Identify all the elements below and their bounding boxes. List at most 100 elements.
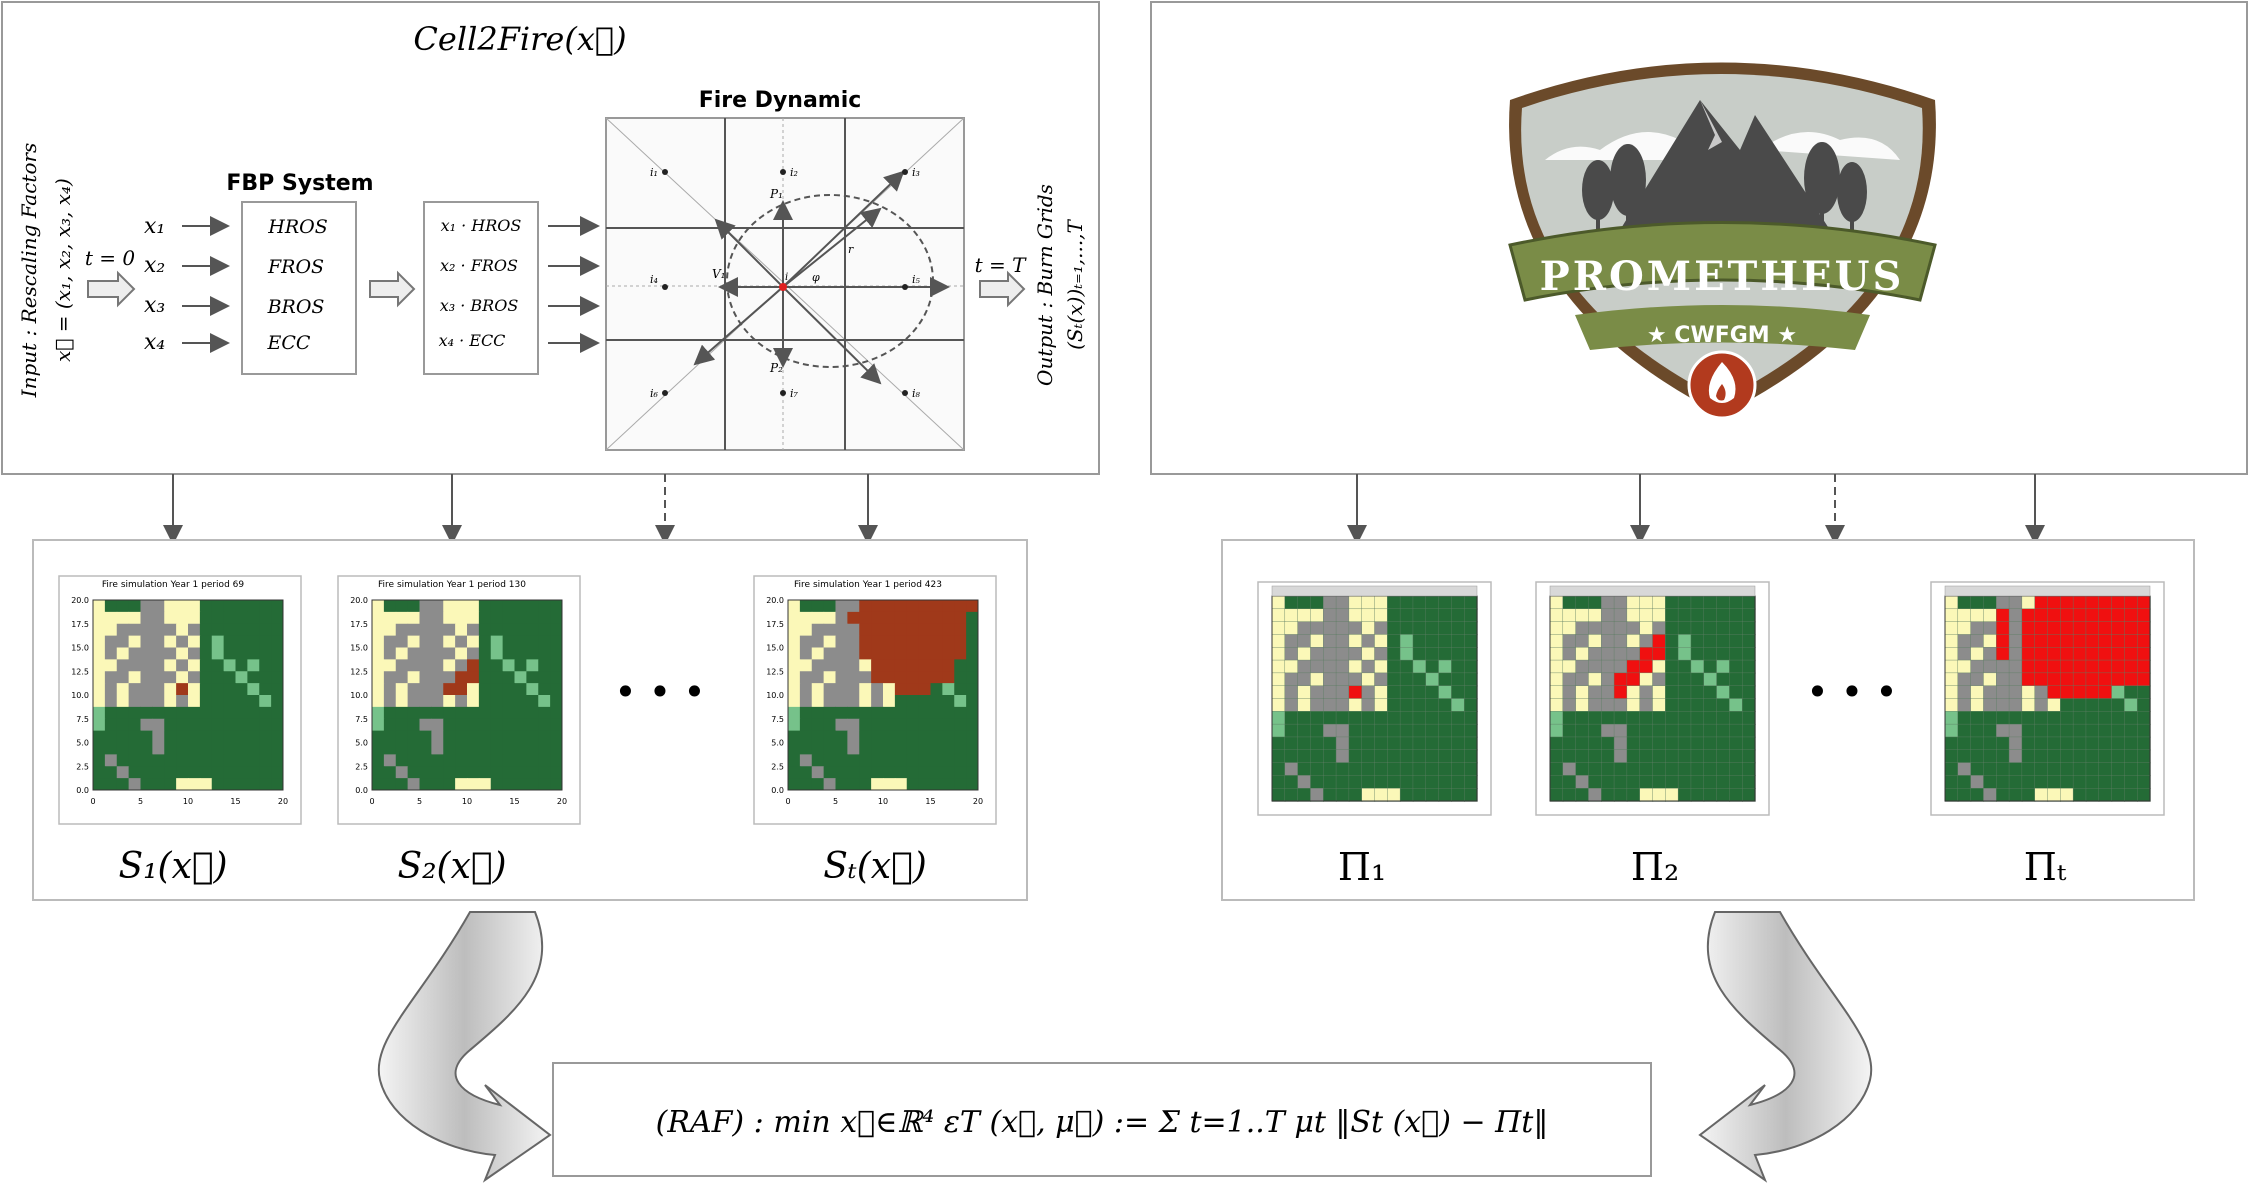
fire-dynamic-title: Fire Dynamic	[699, 88, 862, 113]
axis-tick-label: 5.0	[355, 739, 368, 748]
sim-label-2: S₂(x⃗)	[397, 846, 506, 887]
axis-tick-label: 7.5	[355, 715, 368, 724]
hollow-arrow-icon	[369, 270, 416, 308]
t-T-label: t = T	[975, 253, 1028, 277]
axis-tick-label: 17.5	[350, 620, 368, 629]
axis-tick-label: 15.0	[350, 644, 368, 653]
axis-tick-label: 10	[183, 797, 193, 806]
sim-label-1: S₁(x⃗)	[118, 846, 227, 887]
connector-arrows-right	[1347, 474, 2045, 545]
axis-tick-label: 12.5	[350, 667, 368, 676]
pi-label-T: Πₜ	[2024, 845, 2067, 889]
input-x3: x₃	[144, 293, 165, 318]
axis-tick-label: 15	[925, 797, 935, 806]
fire-dynamic-panel	[605, 117, 965, 451]
axis-tick-label: 12.5	[71, 667, 89, 676]
axis-tick-label: 0	[369, 797, 374, 806]
cell-i5: i₅	[912, 273, 921, 286]
cell2fire-title: Cell2Fire(x⃗)	[413, 20, 626, 58]
axis-tick-label: 2.5	[771, 762, 784, 771]
prometheus-grid-2	[1535, 581, 1770, 816]
axis-tick-label: 10.0	[766, 691, 784, 700]
axis-tick-label: 20.0	[71, 596, 89, 605]
cell-i1: i₁	[650, 166, 658, 179]
cell-i3: i₃	[912, 166, 920, 179]
axis-tick-label: 10.0	[71, 691, 89, 700]
formula-box	[552, 1062, 1652, 1177]
axis-tick-label: 15	[509, 797, 519, 806]
axis-tick-label: 17.5	[766, 620, 784, 629]
axis-tick-label: 15	[230, 797, 240, 806]
t-zero-label: t = 0	[85, 246, 136, 270]
input-x4: x₄	[144, 330, 165, 355]
axis-tick-label: 10.0	[350, 691, 368, 700]
axis-tick-label: 20.0	[766, 596, 784, 605]
hollow-arrow-icon	[87, 270, 136, 308]
formula-text: (RAF) : min x⃗∈ℝ⁴ εT (x⃗, μ⃗) := Σ t=1..…	[656, 1105, 1549, 1140]
axis-tick-label: 0.0	[76, 786, 89, 795]
cell-i7: i₇	[790, 387, 799, 400]
point-p2: P₂	[769, 361, 783, 375]
axis-tick-label: 12.5	[766, 667, 784, 676]
ellipsis-right: • • •	[1806, 670, 1897, 714]
prometheus-grid-T	[1930, 581, 2165, 816]
axis-tick-label: 17.5	[71, 620, 89, 629]
axis-tick-label: 15.0	[71, 644, 89, 653]
point-p1: P₁	[769, 187, 783, 201]
pi-label-2: Π₂	[1631, 845, 1679, 889]
axis-tick-label: 5	[138, 797, 143, 806]
axis-tick-label: 20	[973, 797, 983, 806]
input-x1: x₁	[144, 214, 165, 239]
axis-tick-label: 10	[462, 797, 472, 806]
hollow-arrow-icon	[979, 270, 1026, 308]
sim-title-1: Fire simulation Year 1 period 69	[102, 580, 244, 590]
axis-tick-label: 0	[90, 797, 95, 806]
prometheus-logo: PROMETHEUS ★ CWFGM ★	[1508, 62, 1937, 420]
sim-label-T: Sₜ(x⃗)	[823, 846, 927, 887]
axis-tick-label: 0.0	[355, 786, 368, 795]
point-phi: φ	[812, 271, 820, 284]
axis-tick-label: 15.0	[766, 644, 784, 653]
cell-i2: i₂	[790, 166, 798, 179]
input-list: x₁ x₂ x₃ x₄	[144, 214, 230, 355]
scaled-arrows	[548, 216, 600, 353]
axis-tick-label: 7.5	[76, 715, 89, 724]
sim-title-3: Fire simulation Year 1 period 423	[794, 580, 942, 590]
axis-tick-label: 5.0	[771, 739, 784, 748]
fbp-item-ecc: ECC	[267, 332, 311, 354]
axis-tick-label: 20	[278, 797, 288, 806]
sim-title-2: Fire simulation Year 1 period 130	[378, 580, 526, 590]
scaled-box	[423, 201, 539, 375]
scaled-item-1: x₁ · HROS	[441, 216, 522, 235]
cell-i8: i₈	[912, 387, 921, 400]
scaled-item-3: x₃ · BROS	[440, 296, 519, 315]
axis-tick-label: 20.0	[350, 596, 368, 605]
curved-arrow-right	[1698, 911, 1873, 1183]
axis-tick-label: 0.0	[771, 786, 784, 795]
input-x2: x₂	[144, 253, 165, 278]
point-i: i	[785, 272, 788, 283]
scaled-item-4: x₄ · ECC	[439, 331, 506, 350]
fbp-title: FBP System	[226, 171, 373, 196]
output-label-line1: Output : Burn Grids	[1033, 184, 1057, 386]
fbp-item-fros: FROS	[267, 256, 324, 278]
fbp-item-hros: HROS	[267, 216, 327, 238]
pi-label-1: Π₁	[1338, 845, 1386, 889]
cell-i4: i₄	[650, 273, 658, 286]
axis-tick-label: 5.0	[76, 739, 89, 748]
axis-tick-label: 5	[833, 797, 838, 806]
point-r: r	[848, 243, 854, 256]
axis-tick-label: 2.5	[76, 762, 89, 771]
prometheus-logo-sub: ★ CWFGM ★	[1647, 323, 1797, 348]
input-label-line1: Input : Rescaling Factors	[17, 143, 41, 399]
scaled-item-2: x₂ · FROS	[440, 256, 518, 275]
fbp-box	[241, 201, 357, 375]
axis-tick-label: 0	[785, 797, 790, 806]
ellipsis-left: • • •	[614, 670, 705, 714]
output-label-line2: (Sₜ(x))ₜ₌₁,...,T	[1063, 218, 1087, 349]
fbp-item-bros: BROS	[267, 296, 325, 318]
axis-tick-label: 7.5	[771, 715, 784, 724]
axis-tick-label: 20	[557, 797, 567, 806]
